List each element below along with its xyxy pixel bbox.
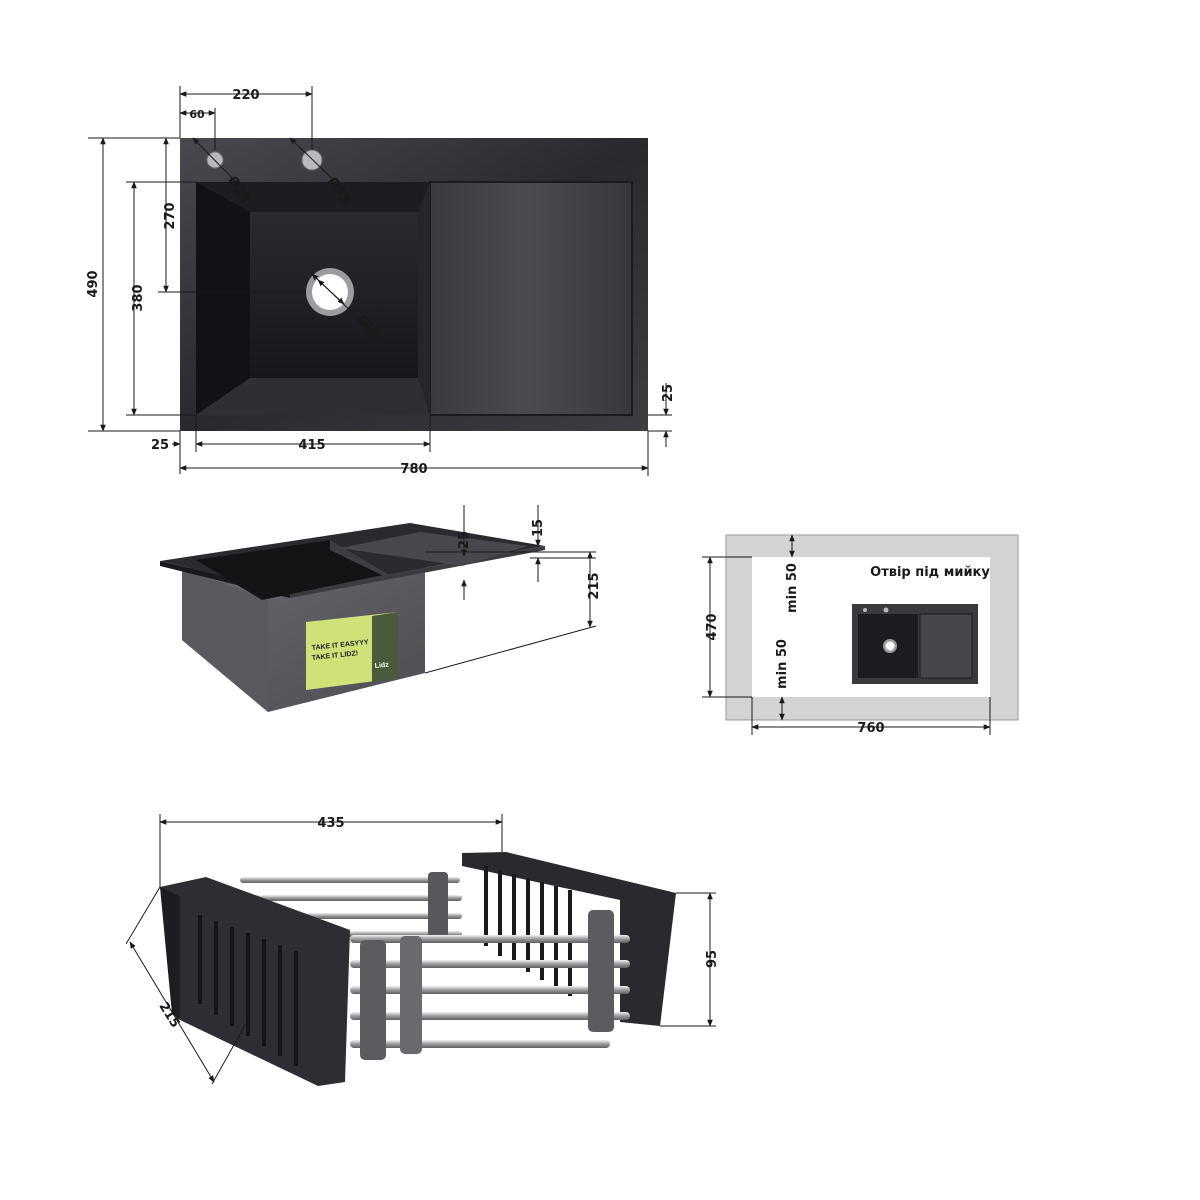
dim-rim-thickness: 15: [531, 519, 546, 537]
basket-left-frame: [160, 877, 350, 1086]
dim-bowl-height: 215: [587, 572, 602, 599]
cutout-view: Отвір під мийку min 50 min 50 470 760: [702, 534, 1019, 736]
basket-rods-front: [350, 910, 630, 1060]
dim-drainboard-step: 25: [457, 531, 472, 549]
dim-overall-width: 780: [400, 462, 427, 477]
dim-bowl-depth: 380: [131, 284, 146, 311]
basket-back-frame: [462, 852, 676, 1026]
top-view: 220 60 Ø28 Ø35 Ø90 490 380 270 25: [86, 86, 676, 477]
label-line-2: TAKE IT LIDZ!: [311, 650, 358, 662]
cutout-title: Отвір під мийку: [870, 565, 990, 580]
label-brand: Lidz: [374, 662, 389, 670]
dim-basket-height: 95: [705, 950, 720, 968]
dim-cutout-width: 760: [857, 721, 884, 736]
dim-cutout-height: 470: [705, 613, 720, 640]
dim-overall-depth: 490: [86, 270, 101, 297]
dim-bowl-width: 415: [298, 438, 325, 453]
dim-drain-offset: 270: [163, 202, 178, 229]
dim-tap-offset-small: 60: [189, 108, 205, 121]
drainboard: [429, 181, 633, 416]
dim-basket-length: 435: [317, 816, 344, 831]
side-drainboard: [340, 532, 528, 566]
dim-margin-bottom: min 50: [775, 639, 790, 689]
dim-rim-bottom: 25: [661, 384, 676, 402]
dim-rim-left: 25: [151, 438, 169, 453]
dim-margin-top: min 50: [785, 563, 800, 613]
dim-tap-offset-large: 220: [232, 88, 259, 103]
side-view: TAKE IT EASYYY TAKE IT LIDZ! Lidz 25 15 …: [160, 505, 602, 712]
basket-view: 435 215 95: [125, 814, 720, 1086]
